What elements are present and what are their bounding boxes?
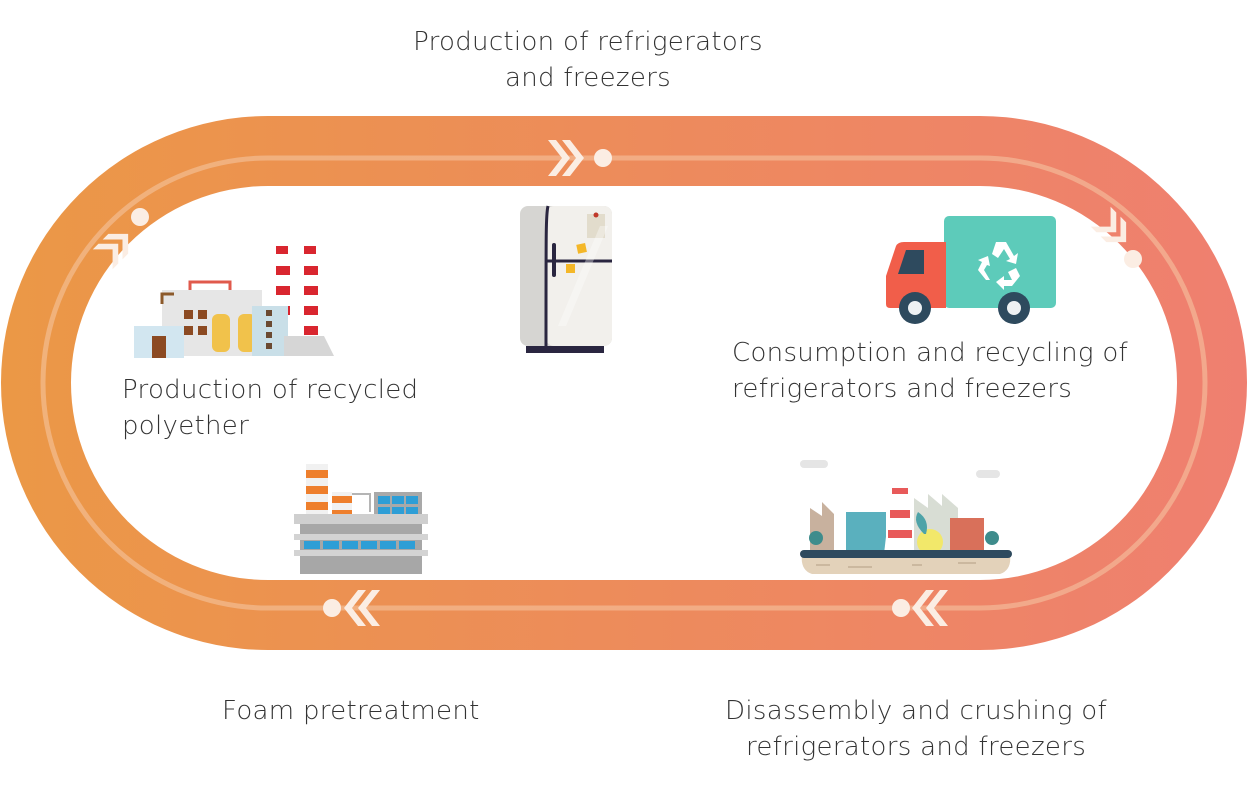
- label-line: and freezers: [505, 63, 671, 93]
- cycle-track: [1, 116, 1247, 650]
- treatment-plant-icon: [294, 464, 428, 574]
- chemical-factory-icon: [134, 246, 334, 358]
- flow-arrow-bottom-right: [892, 590, 948, 626]
- flow-arrow-top: [548, 140, 612, 176]
- flow-dot-left: [131, 208, 149, 226]
- label-line: Production of recycled: [122, 375, 419, 405]
- label-line: refrigerators and freezers: [745, 732, 1087, 762]
- recycling-truck-icon: [886, 216, 1056, 324]
- label-line: polyether: [122, 411, 250, 441]
- label-line: Disassembly and crushing of: [725, 696, 1107, 726]
- track-guide-line: [40, 155, 1208, 611]
- flow-arrow-left: [92, 233, 129, 270]
- label-line: refrigerators and freezers: [732, 374, 1073, 404]
- flow-arrow-bottom-left: [323, 590, 380, 626]
- label-line: Production of refrigerators: [413, 27, 763, 57]
- stage-label-consumption-recycling: Consumption and recycling of refrigerato…: [732, 335, 1152, 407]
- stage-label-foam-pretreatment: Foam pretreatment: [222, 693, 542, 729]
- refrigerator-icon: [520, 205, 612, 353]
- flow-arrow-right: [1090, 206, 1127, 243]
- label-line: Consumption and recycling of: [732, 338, 1128, 368]
- stage-label-production-refrigerators: Production of refrigerators and freezers: [388, 24, 788, 96]
- stage-label-disassembly-crushing: Disassembly and crushing of refrigerator…: [716, 693, 1116, 765]
- label-line: Foam pretreatment: [222, 696, 480, 726]
- eco-city-icon: [800, 460, 1012, 574]
- flow-dot-right: [1124, 250, 1142, 268]
- stage-label-recycled-polyether: Production of recycled polyether: [122, 372, 442, 444]
